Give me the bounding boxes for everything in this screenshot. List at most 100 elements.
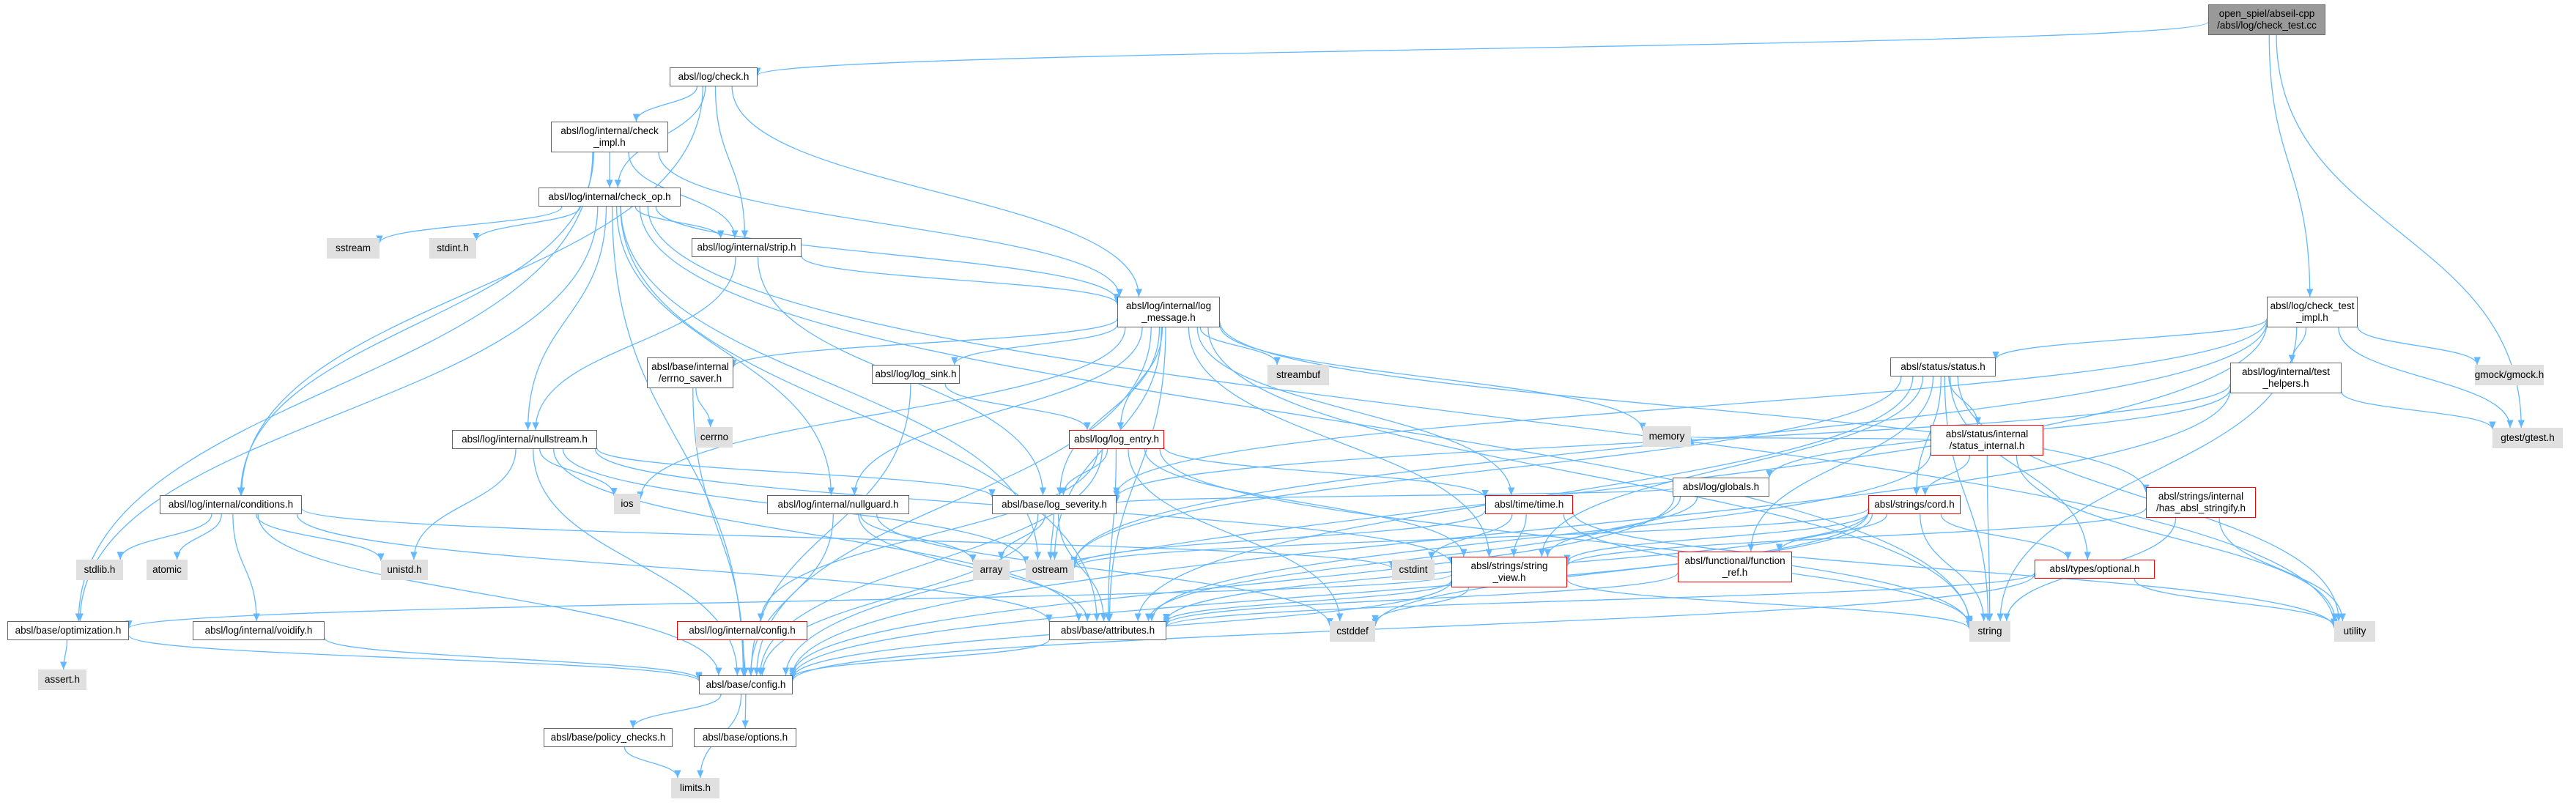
node-streambuf[interactable]: streambuf [1267,365,1329,385]
node-status[interactable]: absl/status/status.h [1890,357,1996,376]
node-function-ref[interactable]: absl/functional/function_ref.h [1678,552,1792,582]
edge-log-message-to-memory [1219,324,1646,431]
node-limits[interactable]: limits.h [671,778,719,798]
edge-string-view-to-optimization [125,574,1452,629]
node-check-test-impl[interactable]: absl/log/check_test_impl.h [2267,297,2358,327]
edge-status-to-function-ref [1747,376,1934,552]
edge-log-message-to-errno-saver [730,318,1118,368]
edge-optional-to-utility [2133,578,2338,627]
node-check-impl[interactable]: absl/log/internal/check_impl.h [551,122,668,152]
edge-check-test-impl-to-gmock [2357,326,2481,366]
node-cstddef[interactable]: cstddef [1330,621,1375,642]
node-unistd[interactable]: unistd.h [381,560,428,580]
node-label: sstream [335,242,371,253]
node-log-config[interactable]: absl/log/internal/config.h [677,621,807,640]
node-optional[interactable]: absl/types/optional.h [2035,560,2155,579]
edge-strip-to-log-message [801,256,1121,305]
node-utility[interactable]: utility [2334,621,2375,642]
edge-check-op-to-utility [647,206,2338,627]
edge-log-sink-to-log-entry [944,383,1091,431]
node-attributes[interactable]: absl/base/attributes.h [1049,621,1166,640]
node-gtest[interactable]: gtest/gtest.h [2492,428,2563,448]
node-check-op[interactable]: absl/log/internal/check_op.h [538,188,681,207]
edge-time-to-string-view [1510,513,1527,557]
node-label: _helpers.h [2262,378,2309,389]
node-ostream[interactable]: ostream [1026,560,1074,580]
node-cerrno[interactable]: cerrno [696,427,733,448]
node-root[interactable]: open_spiel/abseil-cpp/absl/log/check_tes… [2208,4,2325,35]
node-gmock[interactable]: gmock/gmock.h [2475,365,2544,385]
edge-status-to-string [1944,376,1992,622]
edge-log-config-to-base-config [741,639,749,676]
node-array[interactable]: array [973,560,1010,580]
node-log-entry[interactable]: absl/log/log_entry.h [1069,430,1164,449]
node-strip[interactable]: absl/log/internal/strip.h [692,238,802,257]
edge-check-op-to-ostream [620,206,1042,560]
node-log-severity[interactable]: absl/base/log_severity.h [992,495,1117,514]
node-globals[interactable]: absl/log/globals.h [1673,478,1769,497]
edge-log-entry-to-log-config [757,448,1099,622]
node-label: open_spiel/abseil-cpp [2218,8,2315,19]
edge-root-to-check-h [754,21,2209,76]
node-log-sink[interactable]: absl/log/log_sink.h [872,365,960,384]
node-stdlib[interactable]: stdlib.h [76,560,123,580]
node-status-internal[interactable]: absl/status/internal/status_internal.h [1931,425,2043,456]
edge-log-entry-to-cstddef [1128,448,1344,622]
node-base-config[interactable]: absl/base/config.h [699,675,793,694]
edge-cord-to-string-view [1563,512,1869,563]
node-label: gmock/gmock.h [2474,369,2544,380]
edge-check-op-to-attributes [620,206,1100,622]
node-label: absl/base/optimization.h [15,625,122,636]
edge-nullstream-to-attributes [552,448,1082,622]
edge-strip-to-nullstream [532,256,736,431]
edge-optional-to-attributes [1163,572,2035,628]
edge-log-entry-to-string-view [1144,448,1467,557]
node-time[interactable]: absl/time/time.h [1485,495,1573,514]
edge-status-to-cord [1913,376,1942,496]
node-sstream[interactable]: sstream [327,238,380,259]
node-errno-saver[interactable]: absl/base/internal/errno_saver.h [647,357,733,388]
node-memory[interactable]: memory [1643,426,1691,447]
edge-nullguard-to-array [859,513,977,563]
node-optimization[interactable]: absl/base/optimization.h [7,621,129,640]
edge-optimization-to-assert [59,639,68,670]
node-has-stringify[interactable]: absl/strings/internal/has_absl_stringify… [2146,487,2256,518]
node-label: absl/log/globals.h [1682,481,1760,492]
node-log-message[interactable]: absl/log/internal/log_message.h [1117,297,1220,327]
edge-log-entry-to-time [1163,447,1489,498]
node-cstdint[interactable]: cstdint [1392,560,1435,580]
edge-conditions-to-atomic [174,513,222,560]
node-cord[interactable]: absl/strings/cord.h [1868,495,1961,514]
node-voidify[interactable]: absl/log/internal/voidify.h [193,621,325,640]
edge-log-message-to-nullguard [851,327,1143,496]
edge-conditions-to-cstdint [301,508,1396,569]
edge-check-impl-to-conditions [237,152,595,496]
node-check-h[interactable]: absl/log/check.h [670,67,758,86]
node-options[interactable]: absl/base/options.h [694,728,796,747]
edge-log-message-to-streambuf [1199,327,1281,366]
edge-check-impl-to-log-message [658,152,1123,297]
node-nullstream[interactable]: absl/log/internal/nullstream.h [452,430,597,449]
node-assert[interactable]: assert.h [38,669,86,690]
node-label: absl/strings/string [1470,560,1548,571]
node-label: atomic [152,564,182,575]
edge-test-helpers-to-gtest [2341,391,2496,430]
node-string[interactable]: string [1969,621,2010,642]
node-string-view[interactable]: absl/strings/string_view.h [1451,557,1567,587]
node-label: /errno_saver.h [658,373,722,384]
node-policy-checks[interactable]: absl/base/policy_checks.h [544,728,673,747]
node-atomic[interactable]: atomic [147,560,188,580]
node-ios[interactable]: ios [614,494,640,514]
edge-string-view-to-attributes [1163,580,1452,623]
node-conditions[interactable]: absl/log/internal/conditions.h [160,495,302,514]
edge-conditions-to-attributes [296,513,1053,623]
edge-conditions-to-voidify [232,513,260,622]
node-nullguard[interactable]: absl/log/internal/nullguard.h [767,495,909,514]
node-label: _message.h [1141,312,1196,323]
node-label: absl/log/internal/nullstream.h [462,434,588,445]
node-test-helpers[interactable]: absl/log/internal/test_helpers.h [2230,363,2342,393]
node-label: absl/log/check_test [2270,300,2355,311]
node-label: absl/strings/internal [2158,491,2244,502]
node-stdint[interactable]: stdint.h [429,238,476,259]
